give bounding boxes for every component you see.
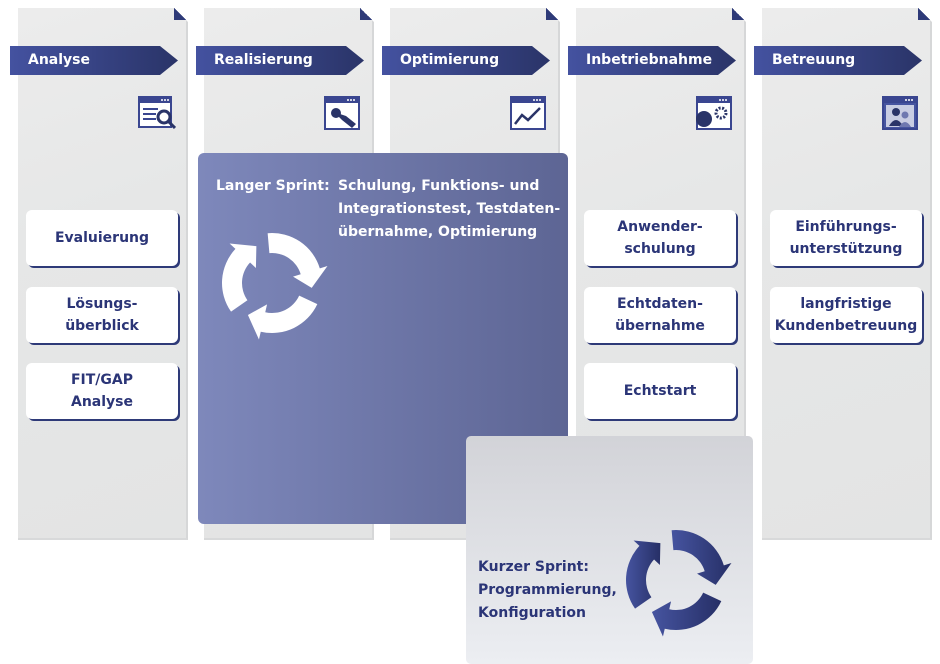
activity-box: Anwender- schulung [584, 210, 736, 266]
phase-header: Optimierung [382, 46, 550, 75]
cycle-arrow-segment [671, 530, 732, 585]
phase-header: Inbetriebnahme [568, 46, 736, 75]
cycle-arrow-segment [651, 592, 722, 637]
cycle-arrow-segment [267, 233, 328, 288]
activity-box: Einführungs- unterstützung [770, 210, 922, 266]
activity-box: Echtstart [584, 363, 736, 419]
short-sprint-panel: Kurzer Sprint: Programmierung, Konfigura… [466, 436, 753, 664]
phase-header: Betreuung [754, 46, 922, 75]
chart-window-icon [510, 96, 546, 130]
activity-box: Evaluierung [26, 210, 178, 266]
page-corner [546, 8, 558, 20]
cycle-arrows-icon [222, 233, 328, 340]
document-search-icon [138, 96, 176, 130]
page-corner [360, 8, 372, 20]
long-sprint-line: Schulung, Funktions- und [338, 178, 540, 194]
cycle-arrow-segment [626, 540, 661, 609]
page-corner [918, 8, 930, 20]
activity-box: Lösungs- überblick [26, 287, 178, 343]
long-sprint-line: übernahme, Optimierung [338, 224, 538, 240]
page-corner [732, 8, 744, 20]
phase-header: Analyse [10, 46, 178, 75]
wrench-window-icon [324, 96, 360, 130]
activity-box: Echtdaten- übernahme [584, 287, 736, 343]
page-corner [174, 8, 186, 20]
long-sprint-panel: Langer Sprint: Schulung, Funktions- und … [198, 153, 753, 664]
cycle-arrow-segment [222, 243, 257, 312]
gears-window-icon [696, 96, 732, 130]
cycle-arrows-icon [626, 530, 732, 637]
activity-box: langfristige Kundenbetreuung [770, 287, 922, 343]
phase-header: Realisierung [196, 46, 364, 75]
short-sprint-text: Kurzer Sprint: Programmierung, Konfigura… [478, 559, 617, 621]
users-window-icon [882, 96, 918, 130]
long-sprint-label: Langer Sprint: [216, 178, 330, 194]
activity-box: FIT/GAP Analyse [26, 363, 178, 419]
long-sprint-line: Integrationstest, Testdaten- [338, 201, 561, 217]
cycle-arrow-segment [247, 295, 318, 340]
